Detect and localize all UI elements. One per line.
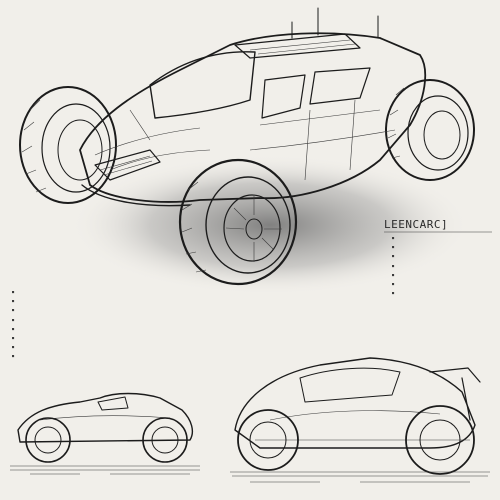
spec-line <box>392 254 492 259</box>
spec-line <box>392 245 492 250</box>
spec-line <box>392 282 492 287</box>
right-spec-list <box>392 236 492 300</box>
spec-line <box>12 318 224 323</box>
vehicle-body <box>79 7 427 207</box>
spec-line <box>12 336 224 341</box>
rear-right-wheel <box>385 79 475 181</box>
spec-line <box>392 264 492 269</box>
spec-line <box>12 308 224 313</box>
front-left-wheel <box>178 158 298 286</box>
right-panel-heading: LEENCARC] <box>384 218 449 231</box>
spec-line <box>12 299 224 304</box>
spec-line <box>392 291 492 296</box>
spec-line <box>392 236 492 241</box>
spec-line <box>12 345 224 350</box>
spec-line <box>12 290 224 295</box>
left-spec-list <box>12 290 224 364</box>
spec-line <box>392 273 492 278</box>
rear-left-wheel <box>19 86 117 204</box>
spec-line <box>12 354 224 359</box>
ground-shadow <box>70 155 470 295</box>
spec-line <box>12 327 224 332</box>
side-profile-view <box>10 392 200 475</box>
three-quarter-rear-view <box>230 357 490 483</box>
